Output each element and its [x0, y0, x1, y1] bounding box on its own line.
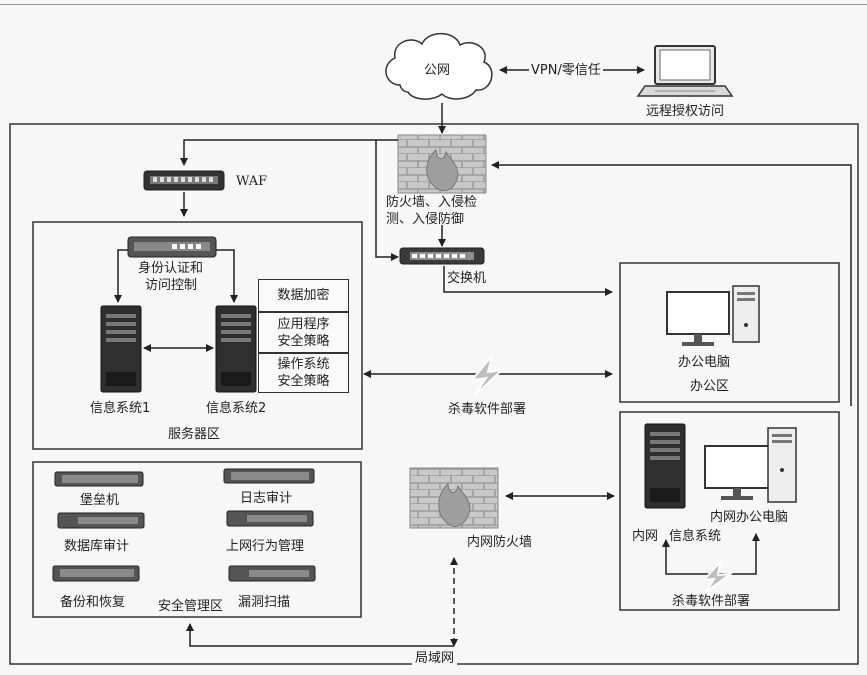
policy-app-line2: 安全策略 [277, 333, 330, 349]
intranet-fw-label: 内网防火墙 [467, 535, 533, 550]
intranet-pc-icon [704, 427, 797, 503]
waf-label: WAF [236, 174, 268, 189]
policy-data-encryption: 数据加密 [258, 279, 349, 312]
intranet-pc-label: 内网办公电脑 [710, 510, 789, 525]
switch-icon [399, 247, 485, 265]
main-firewall-icon [397, 134, 487, 194]
remote-access-label: 远程授权访问 [646, 104, 725, 119]
lan-label: 局域网 [412, 650, 458, 667]
office-pc-icon [666, 285, 760, 346]
sys2-label: 信息系统2 [206, 401, 267, 416]
auth-to-sys2-link [216, 249, 238, 303]
vuln-device-icon [228, 565, 316, 582]
office-pc-label: 办公电脑 [678, 355, 731, 370]
vpn-label: VPN/零信任 [529, 62, 603, 79]
auth-to-sys1-link [114, 249, 128, 303]
top-border-line [0, 4, 867, 5]
firewall-label-line2: 测、入侵防御 [386, 212, 465, 227]
server-1-icon [100, 305, 142, 393]
behavior-device-icon [226, 510, 314, 527]
policy-app-line1: 应用程序 [277, 316, 330, 332]
laptop-icon [636, 45, 734, 97]
intranet-sys-label-line1: 内网 [632, 529, 659, 544]
lightning-icon [469, 355, 506, 397]
server-2-icon [215, 305, 257, 393]
policy-data-encryption-text: 数据加密 [277, 288, 330, 303]
auth-label-line1: 身份认证和 [138, 261, 204, 276]
lightning-icon [701, 558, 734, 593]
switch-to-office-link [443, 266, 613, 296]
policy-os-security: 操作系统 安全策略 [258, 353, 349, 393]
log-audit-device-icon [223, 468, 315, 484]
bastion-label: 堡垒机 [80, 493, 120, 508]
sys1-label: 信息系统1 [90, 401, 151, 416]
intranet-sys-label-line2: 信息系统 [669, 529, 722, 544]
db-audit-label: 数据库审计 [64, 539, 130, 554]
log-audit-label: 日志审计 [240, 491, 293, 506]
firewall-to-waf-link [180, 139, 398, 166]
intranet-server-icon [644, 423, 686, 509]
office-zone-label: 办公区 [690, 379, 730, 394]
vuln-label: 漏洞扫描 [238, 595, 291, 610]
antivirus-label: 杀毒软件部署 [448, 402, 527, 417]
waf-device-icon [143, 170, 225, 191]
switch-to-waf-link [375, 140, 399, 261]
policy-os-line1: 操作系统 [277, 357, 330, 372]
security-mgmt-zone-box [32, 461, 362, 618]
server-zone-title: 服务器区 [168, 427, 221, 442]
policy-app-security: 应用程序 安全策略 [258, 312, 349, 353]
lan-to-mgmt-link [186, 623, 454, 647]
cloud-icon [385, 32, 493, 100]
auth-label-line2: 访问控制 [145, 278, 198, 293]
db-audit-device-icon [57, 512, 145, 529]
bastion-device-icon [54, 471, 144, 487]
backup-label: 备份和恢复 [60, 595, 126, 610]
intranet-to-firewall-link [491, 161, 852, 406]
internet-label: 公网 [424, 63, 451, 78]
backup-device-icon [52, 565, 140, 582]
policy-os-line2: 安全策略 [277, 374, 330, 389]
server-zone-box [32, 221, 363, 450]
intranet-antivirus-label: 杀毒软件部署 [672, 594, 751, 609]
intranet-firewall-icon [409, 467, 499, 529]
auth-device-icon [127, 236, 217, 258]
firewall-label-line1: 防火墙、入侵检 [386, 195, 478, 210]
security-mgmt-zone-title: 安全管理区 [158, 599, 224, 614]
office-zone-box [619, 262, 840, 403]
switch-label: 交换机 [447, 271, 487, 286]
intranet-zone-box [619, 411, 840, 611]
behavior-label: 上网行为管理 [226, 539, 305, 554]
